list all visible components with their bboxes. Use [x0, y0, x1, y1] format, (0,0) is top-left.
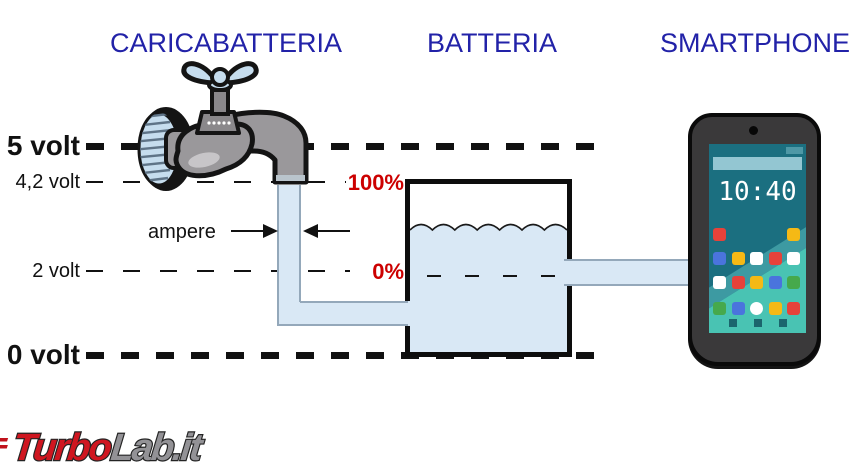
- app-icon: [713, 252, 726, 265]
- voltage-line-2v-inside-tank: [427, 275, 573, 277]
- app-icon: [750, 276, 763, 289]
- smartphone-illustration: 10:40: [688, 113, 821, 366]
- app-icon: [787, 276, 800, 289]
- voltage-line-4v2: [86, 181, 346, 183]
- app-icon: [769, 302, 782, 315]
- app-icon: [787, 302, 800, 315]
- back-icon: [728, 319, 737, 327]
- phone-camera-icon: [749, 126, 758, 135]
- turbolab-logo: TurboLab.it: [0, 426, 207, 468]
- phone-screen: 10:40: [709, 144, 806, 333]
- home-icon: [753, 319, 762, 327]
- logo-part-turbo: Turbo: [11, 427, 114, 468]
- clock-widget: 10:40: [718, 177, 797, 207]
- voltage-line-5v: [86, 143, 600, 150]
- outlet-pipe: [564, 259, 694, 286]
- label-0-percent: 0%: [372, 259, 404, 284]
- ampere-arrows-icon: [231, 224, 350, 238]
- faucet-illustration: [137, 61, 309, 191]
- water-stream: [277, 185, 413, 326]
- app-icon: [732, 302, 745, 315]
- app-icon: [769, 252, 782, 265]
- recent-icon: [778, 319, 787, 327]
- label-ampere: ampere: [148, 221, 216, 243]
- app-icon: [769, 276, 782, 289]
- app-icon: [750, 302, 763, 315]
- label-2-volt: 2 volt: [32, 260, 80, 282]
- label-5-volt: 5 volt: [6, 130, 80, 161]
- title-battery: BATTERIA: [426, 28, 558, 58]
- phone-nav: [709, 319, 806, 327]
- app-icon: [787, 228, 800, 241]
- label-0-volt: 0 volt: [6, 339, 80, 370]
- title-charger: CARICABATTERIA: [109, 28, 343, 58]
- app-icon: [713, 276, 726, 289]
- app-icon: [732, 252, 745, 265]
- app-icon: [732, 276, 745, 289]
- tank-water: [410, 223, 567, 352]
- battery-tank: [405, 179, 573, 357]
- status-bar-battery-icon: [786, 147, 803, 154]
- svg-text:TurboLab.it: TurboLab.it: [11, 427, 206, 468]
- app-icon: [787, 252, 800, 265]
- title-smartphone: SMARTPHONE: [659, 28, 851, 58]
- logo-part-labit: Lab.it: [109, 427, 206, 468]
- voltage-line-0v: [86, 352, 600, 359]
- app-icon: [750, 252, 763, 265]
- label-100-percent: 100%: [347, 170, 404, 195]
- app-icon: [713, 302, 726, 315]
- app-icon: [713, 228, 726, 241]
- label-4-2-volt: 4,2 volt: [15, 171, 80, 193]
- notification-bar: [713, 157, 802, 170]
- voltage-line-2v: [86, 270, 350, 272]
